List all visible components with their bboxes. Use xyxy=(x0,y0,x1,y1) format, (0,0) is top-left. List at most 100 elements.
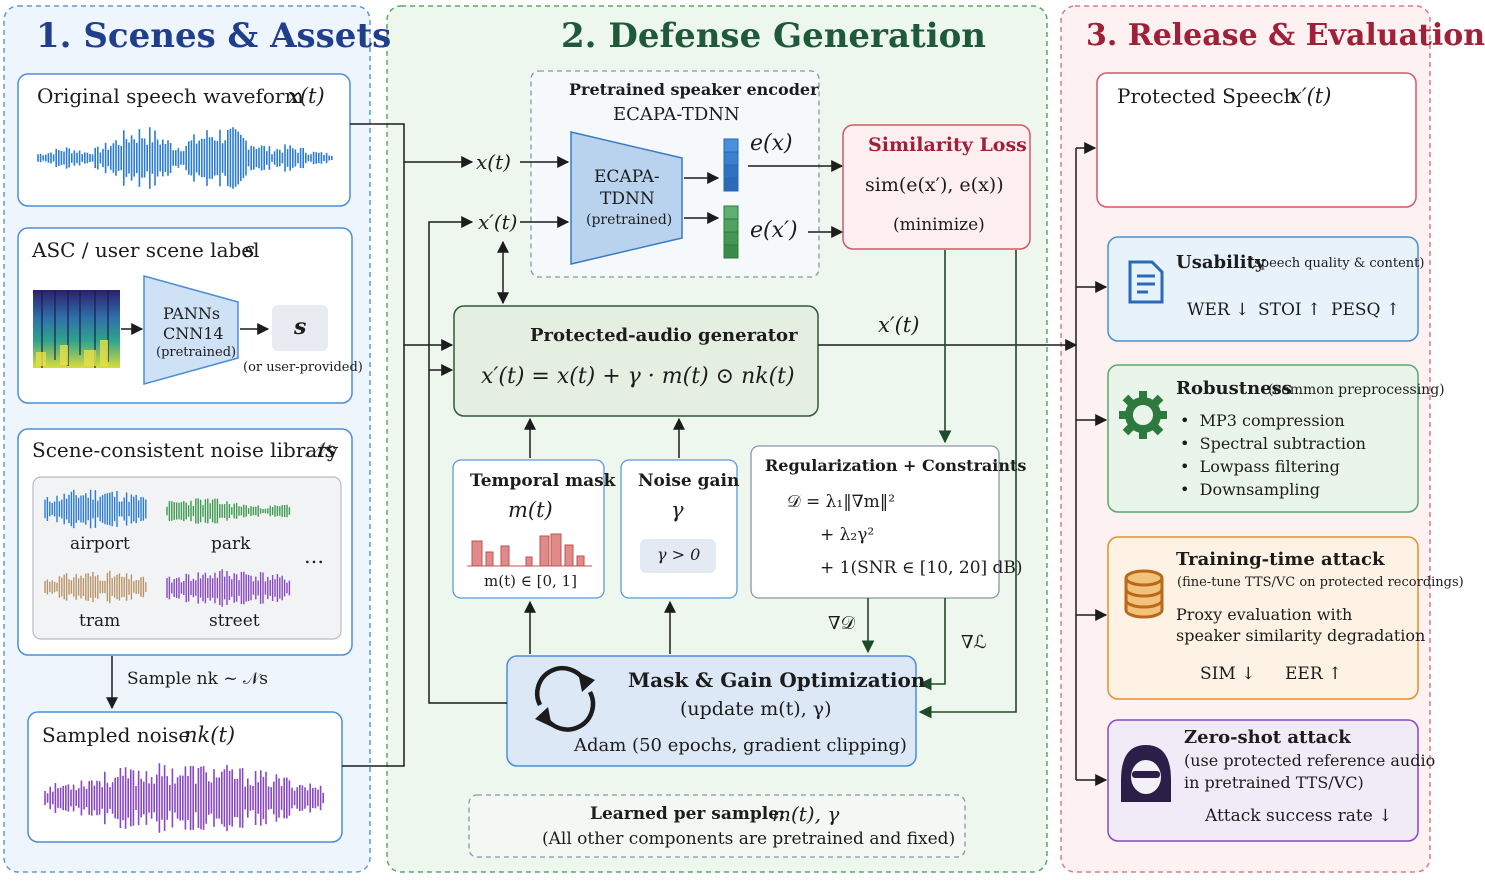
robustness-item-4: • Downsampling xyxy=(1180,480,1321,499)
panel2-title: 2. Defense Generation xyxy=(561,16,987,56)
encoder-title: Pretrained speaker encoder xyxy=(569,80,819,99)
user-provided-note: (or user-provided) xyxy=(243,360,363,375)
similarity-loss-formula: sim(e(x′), e(x)) xyxy=(865,174,1004,196)
sampled-noise-symbol: nk(t) xyxy=(184,723,236,747)
panel1-title: 1. Scenes & Assets xyxy=(36,16,392,56)
airport-waveform xyxy=(44,489,147,529)
training-attack-line-2: speaker similarity degradation xyxy=(1176,626,1426,645)
sample-label: Sample nk ~ 𝒩s xyxy=(127,669,268,689)
zero-shot-line-2: in pretrained TTS/VC) xyxy=(1184,773,1364,792)
temporal-mask-symbol: m(t) xyxy=(508,498,553,522)
scene-label-symbol: s xyxy=(294,314,307,340)
panel3-title: 3. Release & Evaluation xyxy=(1086,18,1485,53)
ecapa-label-3: (pretrained) xyxy=(586,212,673,228)
sampled-noise-label: Sampled noise xyxy=(42,723,191,747)
original-waveform xyxy=(37,127,333,189)
learned-note: (All other components are pretrained and… xyxy=(542,829,956,849)
usability-box xyxy=(1107,236,1419,342)
similarity-loss-title: Similarity Loss xyxy=(868,134,1027,156)
robustness-subtitle: (common preprocessing) xyxy=(1268,382,1445,398)
learned-title: Learned per sample: xyxy=(590,804,786,824)
regularization-title: Regularization + Constraints xyxy=(765,456,1027,475)
regularization-box xyxy=(750,445,1000,599)
grad-l-label: ∇ℒ xyxy=(961,632,987,653)
robustness-item-2: • Spectral subtraction xyxy=(1180,434,1366,453)
usability-subtitle: (speech quality & content) xyxy=(1249,256,1425,271)
scene-label-box xyxy=(272,305,328,351)
usability-title: Usability xyxy=(1176,252,1266,273)
metric-sim: SIM ↓ xyxy=(1200,664,1256,684)
gain-condition-box xyxy=(640,539,716,573)
asc-label: ASC / user scene label xyxy=(32,238,260,262)
original-waveform-symbol: x(t) xyxy=(288,84,325,108)
optimization-box xyxy=(506,655,917,767)
learned-symbols: m(t), γ xyxy=(772,802,840,826)
learned-params-box xyxy=(468,794,966,858)
ecapa-label-1: ECAPA- xyxy=(594,167,660,187)
ecapa-label-2: TDNN xyxy=(600,189,655,209)
robustness-title: Robustness xyxy=(1176,378,1292,399)
regularization-line-1: 𝒟 = λ₁‖∇m‖² xyxy=(787,492,896,512)
noise-item-tram: tram xyxy=(79,611,121,631)
noise-gain-symbol: γ xyxy=(671,498,684,522)
panns-label-2: CNN14 xyxy=(163,324,224,343)
spectrogram-image xyxy=(33,290,120,368)
panns-block xyxy=(143,275,239,385)
grad-d-label: ∇𝒟 xyxy=(828,613,855,634)
input-xprime-label: x′(t) xyxy=(478,210,518,234)
embedding-exp xyxy=(723,205,739,259)
training-attack-title: Training-time attack xyxy=(1176,549,1385,570)
sampled-noise-waveform xyxy=(44,763,324,833)
metric-eer: EER ↑ xyxy=(1285,664,1343,684)
generator-output-label: x′(t) xyxy=(878,313,920,337)
noise-item-street: street xyxy=(209,611,260,631)
training-attack-subtitle: (fine-tune TTS/VC on protected recording… xyxy=(1177,575,1464,590)
diagram-canvas xyxy=(3,5,1431,873)
document-icon xyxy=(1128,260,1164,304)
robustness-box xyxy=(1107,364,1419,513)
zero-shot-metric: Attack success rate ↓ xyxy=(1205,806,1393,826)
noise-gain-condition: γ > 0 xyxy=(657,545,701,564)
protected-speech-label: Protected Speech xyxy=(1117,84,1297,108)
optimization-detail: Adam (50 epochs, gradient clipping) xyxy=(574,735,907,756)
similarity-loss-box xyxy=(842,124,1031,250)
regularization-line-2: + λ₂γ² xyxy=(820,525,875,545)
protected-speech-box xyxy=(1096,72,1417,208)
embedding-exp-label: e(x′) xyxy=(750,218,798,243)
metric-pesq: PESQ ↑ xyxy=(1331,300,1401,320)
embedding-ex-label: e(x) xyxy=(750,131,793,156)
optimization-subtitle: (update m(t), γ) xyxy=(680,698,832,720)
ecapa-block xyxy=(570,131,683,265)
original-waveform-label: Original speech waveform xyxy=(37,84,304,108)
encoder-subtitle: ECAPA-TDNN xyxy=(613,104,740,125)
original-waveform-box xyxy=(17,73,351,207)
protected-speech-symbol: x′(t) xyxy=(1290,84,1332,108)
park-waveform xyxy=(166,498,291,524)
generator-title: Protected-audio generator xyxy=(530,325,798,346)
noise-gain-title: Noise gain xyxy=(638,471,740,491)
generator-formula: x′(t) = x(t) + γ · m(t) ⊙ nk(t) xyxy=(481,364,795,389)
temporal-mask-range: m(t) ∈ [0, 1] xyxy=(484,572,577,590)
zero-shot-title: Zero-shot attack xyxy=(1184,727,1351,748)
noise-item-park: park xyxy=(211,534,251,554)
metric-wer: WER ↓ xyxy=(1187,300,1250,320)
zero-shot-box xyxy=(1107,719,1419,842)
noise-ellipsis: … xyxy=(304,544,324,568)
metric-stoi: STOI ↑ xyxy=(1258,300,1322,320)
hacker-icon xyxy=(1121,745,1171,802)
noise-library-symbol: 𝒩s xyxy=(305,438,336,462)
similarity-loss-note: (minimize) xyxy=(893,215,985,235)
robustness-item-3: • Lowpass filtering xyxy=(1180,457,1340,476)
training-attack-line-1: Proxy evaluation with xyxy=(1176,605,1353,624)
gear-icon xyxy=(1119,391,1167,439)
temporal-mask-title: Temporal mask xyxy=(470,471,616,491)
training-attack-box xyxy=(1107,536,1419,700)
noise-library-label: Scene-consistent noise library xyxy=(32,438,339,462)
panns-label-3: (pretrained) xyxy=(156,345,237,360)
street-waveform xyxy=(166,569,291,607)
noise-item-airport: airport xyxy=(70,534,130,554)
input-x-label: x(t) xyxy=(476,150,511,174)
regularization-line-3: + 1(SNR ∈ [10, 20] dB) xyxy=(820,558,1023,578)
panns-label-1: PANNs xyxy=(163,304,221,323)
embedding-ex xyxy=(723,138,739,192)
